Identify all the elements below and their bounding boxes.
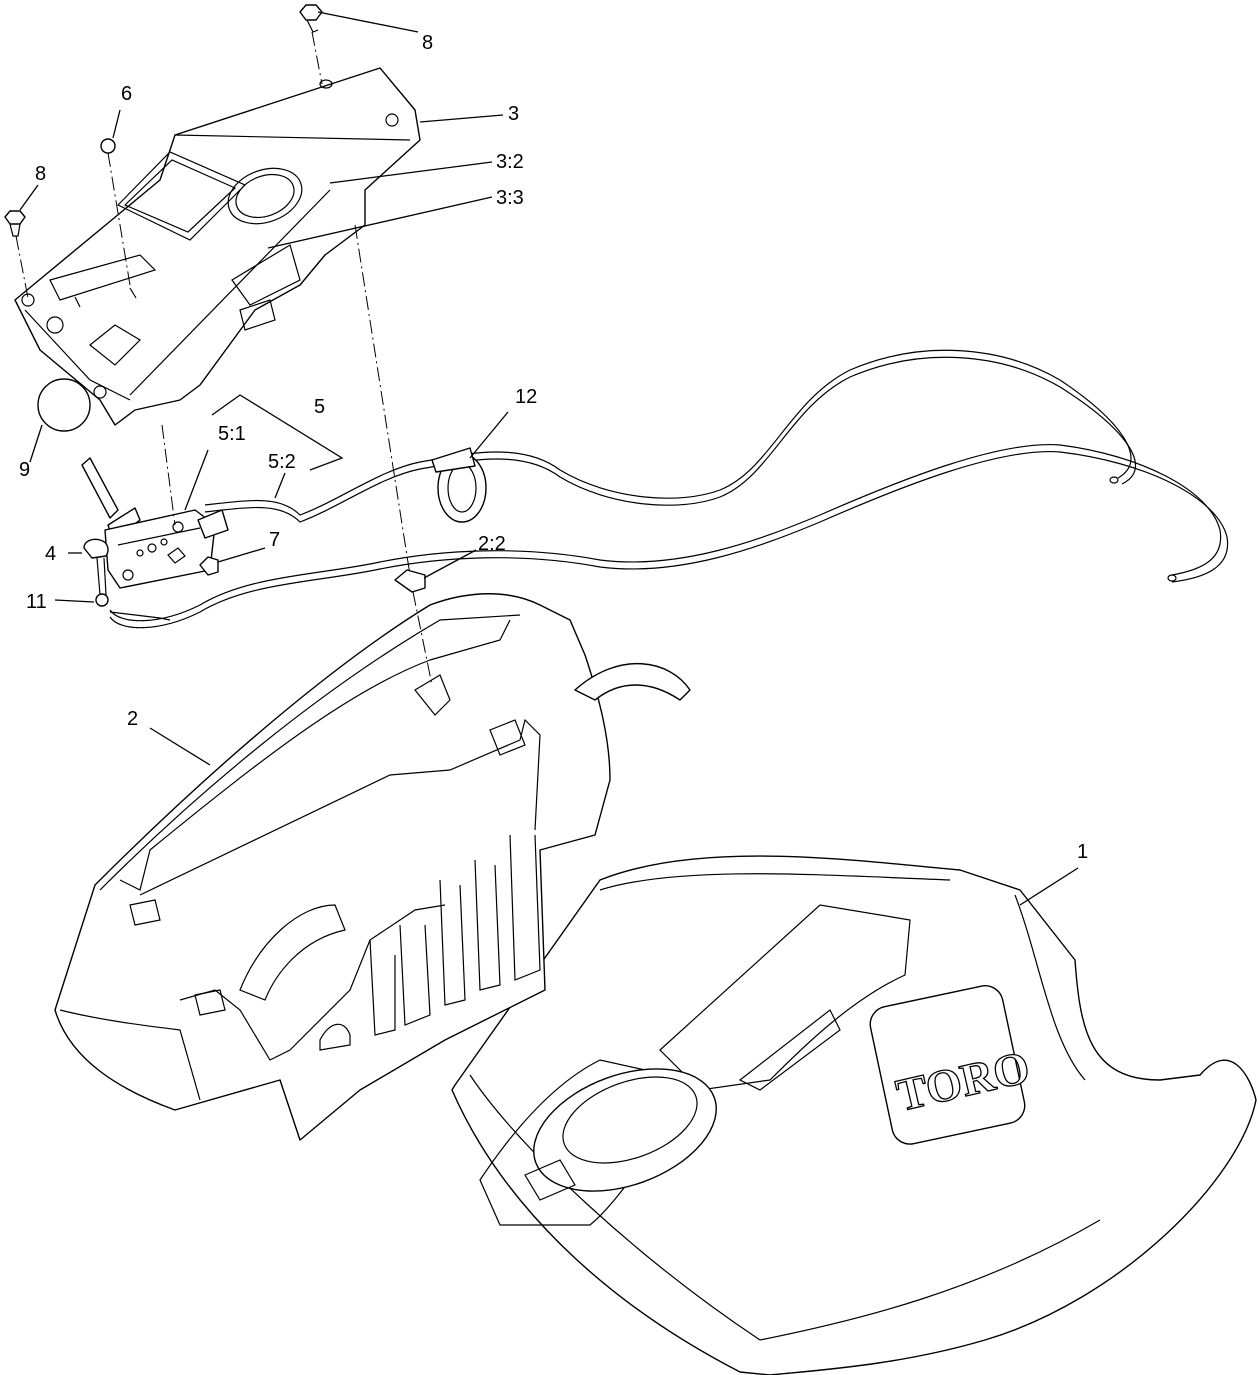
console-housing bbox=[54, 593, 691, 1141]
callout-6: 6 bbox=[121, 83, 132, 105]
callout-3-2: 3:2 bbox=[496, 151, 524, 173]
bolt-left bbox=[4, 210, 26, 237]
cable-clamp bbox=[431, 447, 487, 523]
rivet bbox=[100, 138, 116, 154]
callout-8-left: 8 bbox=[35, 163, 46, 185]
callout-1: 1 bbox=[1077, 841, 1088, 863]
callout-7: 7 bbox=[269, 529, 280, 551]
callout-labels: 1 2 2:2 3 3:2 3:3 4 5 5:1 5:2 6 7 8 8 9 … bbox=[19, 32, 1088, 863]
callout-2-2: 2:2 bbox=[478, 533, 506, 555]
callout-12: 12 bbox=[515, 386, 537, 408]
callout-3: 3 bbox=[508, 103, 519, 125]
bolt-top bbox=[299, 4, 323, 33]
callout-5-2: 5:2 bbox=[268, 451, 296, 473]
callout-9: 9 bbox=[19, 459, 30, 481]
callout-3-3: 3:3 bbox=[496, 187, 524, 209]
callout-11: 11 bbox=[26, 591, 47, 613]
callout-5: 5 bbox=[314, 396, 325, 418]
callout-2: 2 bbox=[127, 708, 138, 730]
console-cover: TORO bbox=[451, 855, 1257, 1375]
callout-4: 4 bbox=[45, 543, 56, 565]
control-panel-plate bbox=[14, 67, 421, 426]
throttle-control-assembly bbox=[81, 457, 426, 607]
alignment-lines bbox=[15, 31, 433, 686]
control-cable bbox=[109, 349, 1229, 629]
leader-lines bbox=[19, 11, 1079, 906]
knob-ball bbox=[37, 378, 91, 432]
callout-5-1: 5:1 bbox=[218, 423, 246, 445]
callout-8-top: 8 bbox=[422, 32, 433, 54]
